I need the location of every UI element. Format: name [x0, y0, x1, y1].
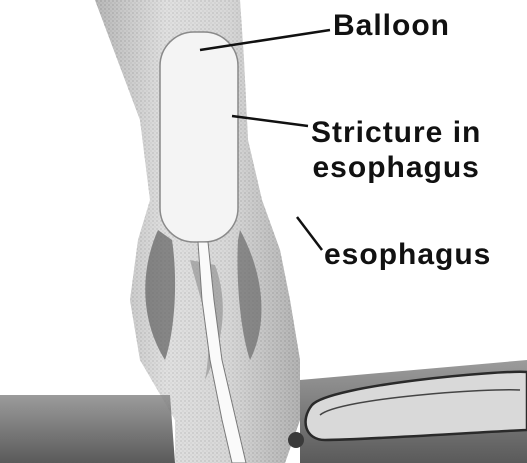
stricture-label: Stricture in esophagus: [311, 115, 481, 185]
esophagus-label: esophagus: [324, 237, 491, 272]
esophagus-leader-line: [297, 217, 322, 250]
stricture-label-line2: esophagus: [311, 150, 481, 185]
stomach-wall-left: [0, 395, 175, 463]
nodule: [288, 432, 304, 448]
balloon-shape: [160, 32, 238, 242]
balloon-label: Balloon: [333, 8, 450, 43]
stricture-label-line1: Stricture in: [311, 115, 481, 150]
